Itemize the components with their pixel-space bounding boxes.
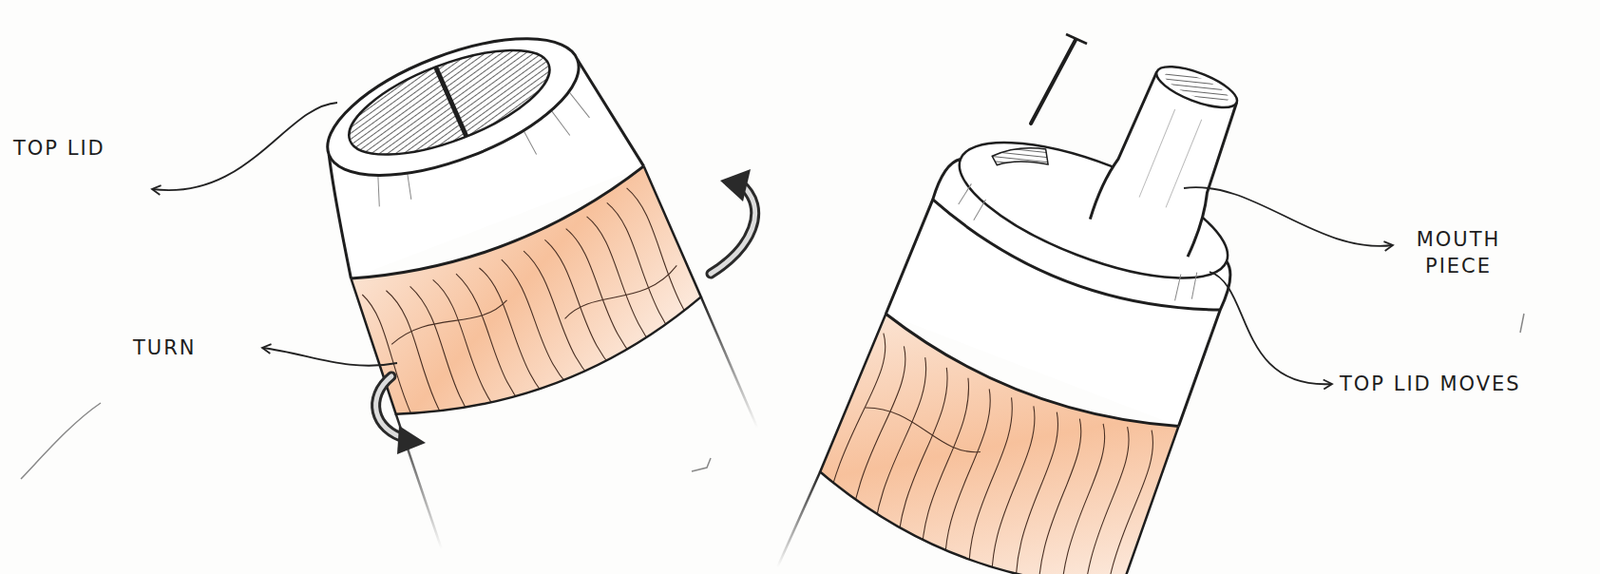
sketch-path [710,182,756,274]
part-label: TURN [133,334,197,362]
turn-band [344,163,712,440]
pin [1030,34,1087,124]
sketch-path [389,294,510,349]
part-label: TOP LID [13,134,106,162]
sketch-path [986,412,1088,574]
turn-arrow [710,169,756,274]
band-outline [344,163,712,440]
sketch-path [1074,430,1181,574]
sketch-path [561,265,682,320]
sketch-path [1183,187,1393,247]
sketch-path [853,357,946,553]
sketch-path [478,258,562,420]
lid-opening [990,132,1053,183]
sketch-path [20,402,101,479]
wood-grain [361,179,716,464]
sketch-path [566,218,654,387]
sketch-path [1209,271,1333,384]
sketch-path [607,193,696,370]
right-device [777,0,1310,574]
sketch-path [397,425,426,455]
turn-arrow [376,376,426,455]
stray-mark [20,313,1524,479]
sketch-path [1029,423,1134,574]
sketch-path [710,182,756,274]
sketch-path [1066,34,1087,44]
sketch-path [627,179,716,362]
sketch-path [385,285,464,456]
left-device [276,0,758,550]
sketch-path [361,290,436,463]
turn-band [809,311,1183,574]
sketch-path [587,207,674,379]
mouthpiece-opening [1161,65,1232,108]
sketch-path [808,333,897,534]
sketch-path [1030,39,1076,124]
sketch-path [896,378,993,572]
part-label: TOP LID MOVES [1339,370,1522,398]
leader-line [152,102,1393,384]
sketch-path [1052,426,1160,574]
sketch-path [1008,419,1111,574]
mouthpiece-shading [1139,108,1202,209]
lid-top [309,10,596,204]
sketch-path [875,367,970,563]
part-label: MOUTH PIECE [1396,226,1521,281]
band-outline [809,311,1183,574]
sketch-path [862,402,983,458]
band-top-edge [350,166,652,302]
sketch-path [720,169,751,202]
sketch-path [1520,313,1524,333]
lid-opening [336,28,563,176]
opening-divider [436,65,467,138]
sketch-path [152,102,338,191]
sketch-path [941,397,1040,574]
mouthpiece-top [1151,57,1242,115]
sketch-path [691,457,711,472]
band-top-edge [876,313,1179,449]
sketch-path [963,405,1063,574]
sketch-path [262,347,398,366]
